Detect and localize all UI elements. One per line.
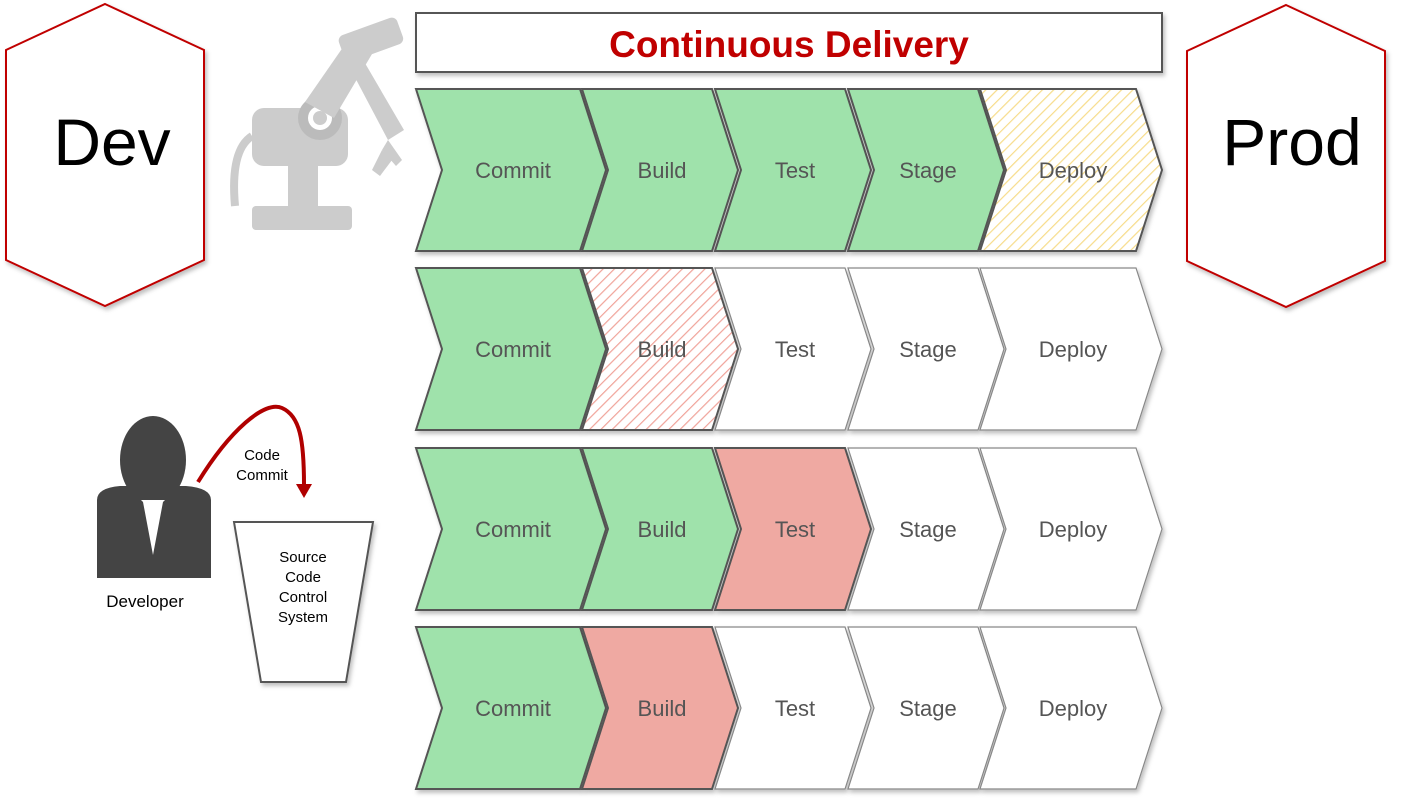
commit-label-line1: Code	[244, 447, 280, 464]
person-icon	[97, 416, 211, 578]
stage-chevron-build	[580, 88, 740, 252]
stage-chevron-deploy	[978, 88, 1164, 252]
code-commit-flow: Code Commit	[196, 404, 312, 498]
stage-chevron-test	[713, 88, 873, 252]
stage-label-deploy: Deploy	[1039, 158, 1107, 183]
stage-label-build: Build	[638, 337, 687, 362]
stage-chevron-deploy	[979, 447, 1163, 611]
source-control-system: Source Code Control System	[232, 521, 375, 683]
stage-label-stage: Stage	[899, 696, 957, 721]
stage-label-commit: Commit	[475, 337, 551, 362]
stage-label-deploy: Deploy	[1039, 517, 1107, 542]
stage-chevron-deploy	[979, 626, 1163, 790]
stage-label-build: Build	[638, 517, 687, 542]
stage-chevron-build	[580, 626, 740, 790]
developer-label: Developer	[106, 592, 184, 611]
repo-label-line3: Control	[279, 589, 327, 606]
bucket-icon	[232, 521, 375, 683]
stage-label-test: Test	[775, 696, 815, 721]
prod-hexagon	[1186, 3, 1386, 309]
stage-label-stage: Stage	[899, 517, 957, 542]
prod-environment: Prod	[1186, 3, 1386, 309]
stage-chevron-build	[580, 267, 740, 431]
dev-hexagon	[5, 2, 205, 308]
stage-label-test: Test	[775, 158, 815, 183]
commit-arrow	[196, 404, 306, 486]
pipeline-row: Commit Build Test Stage Deploy	[414, 447, 1163, 611]
page-title: Continuous Delivery	[609, 24, 969, 65]
stage-chevron-stage	[847, 626, 1005, 790]
stage-chevron-commit	[414, 447, 608, 611]
stage-label-stage: Stage	[899, 158, 957, 183]
commit-label-line2: Commit	[236, 467, 288, 484]
commit-arrowhead	[296, 484, 312, 498]
stage-label-deploy: Deploy	[1039, 337, 1107, 362]
pipeline-row: Commit Build Test Stage Deploy	[414, 267, 1163, 431]
stage-label-test: Test	[775, 337, 815, 362]
dev-environment: Dev	[5, 2, 205, 308]
developer: Developer	[97, 416, 211, 611]
repo-label-line1: Source	[279, 549, 327, 566]
title-banner: Continuous Delivery	[415, 12, 1163, 73]
stage-label-test: Test	[775, 517, 815, 542]
stage-chevron-commit	[414, 267, 608, 431]
stage-chevron-test	[714, 267, 872, 431]
repo-label-line4: System	[278, 609, 328, 626]
title-box	[415, 12, 1163, 73]
stage-chevron-test	[713, 447, 873, 611]
stage-label-stage: Stage	[899, 337, 957, 362]
repo-label-line2: Code	[285, 569, 321, 586]
stage-label-build: Build	[638, 696, 687, 721]
stage-label-commit: Commit	[475, 158, 551, 183]
stage-label-deploy: Deploy	[1039, 696, 1107, 721]
stage-chevron-test	[714, 626, 872, 790]
stage-label-build: Build	[638, 158, 687, 183]
stage-chevron-stage	[846, 88, 1006, 252]
stage-chevron-commit	[414, 88, 608, 252]
stage-chevron-stage	[847, 267, 1005, 431]
prod-label: Prod	[1222, 105, 1361, 179]
stage-label-commit: Commit	[475, 696, 551, 721]
stage-chevron-deploy	[979, 267, 1163, 431]
stage-chevron-commit	[414, 626, 608, 790]
stage-chevron-stage	[847, 447, 1005, 611]
pipeline-row: Commit Build Test Stage Deploy	[414, 626, 1163, 790]
robot-arm-icon	[230, 17, 404, 230]
dev-label: Dev	[53, 105, 170, 179]
stage-chevron-build	[580, 447, 740, 611]
stage-label-commit: Commit	[475, 517, 551, 542]
pipeline-row: Commit Build Test Stage Deploy	[414, 88, 1164, 252]
